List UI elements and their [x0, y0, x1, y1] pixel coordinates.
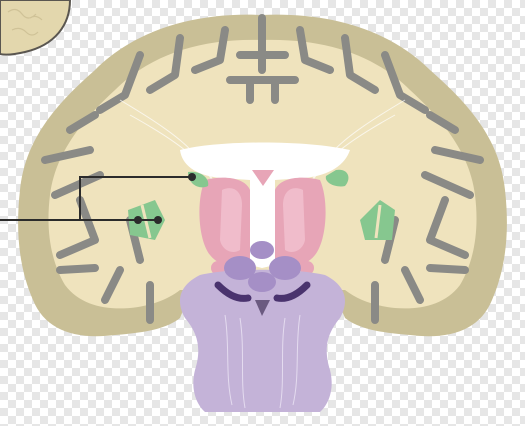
pointer-dot-lower-b — [154, 216, 162, 224]
brain-fragment-corner — [0, 0, 70, 55]
pointer-dot-lower-a — [134, 216, 142, 224]
pointer-dot-upper — [188, 173, 196, 181]
